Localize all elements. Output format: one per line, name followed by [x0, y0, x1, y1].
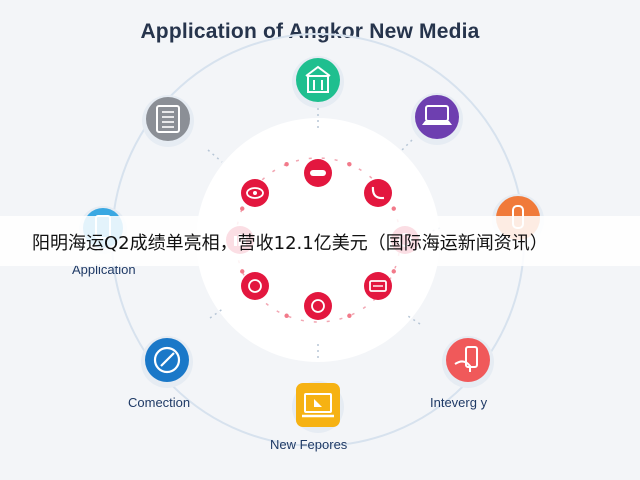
building-icon-body: [307, 75, 329, 93]
inner-ring-dot-2: [391, 269, 396, 274]
node-bottom-left: [141, 336, 193, 388]
speaker-icon: [311, 299, 325, 313]
inner-node-bg-5: [241, 272, 269, 300]
inner-node-3: [364, 272, 392, 300]
node-top-right: [411, 93, 463, 145]
laptop-screen-icon-screen: [304, 393, 332, 413]
compass-icon-ring: [153, 346, 181, 374]
inner-node-4: [304, 292, 332, 320]
compass-icon-needle: [160, 352, 175, 367]
inner-ring-dot-0: [347, 162, 352, 167]
node-bg-top-right: [415, 95, 459, 139]
inner-node-1: [364, 179, 392, 207]
node-bg-top-left: [146, 97, 190, 141]
node-label-bottom: New Fepores: [270, 437, 348, 452]
inner-ring-dot-6: [240, 206, 245, 211]
inner-node-bg-1: [364, 179, 392, 207]
inner-node-7: [241, 179, 269, 207]
news-banner-text: 阳明海运Q2成绩单亮相，营收12.1亿美元（国际海运新闻资讯）: [32, 233, 548, 254]
diagram-title: Application of Angkor New Media: [140, 20, 480, 43]
node-top-left: [142, 95, 194, 147]
laptop-icon: [422, 105, 452, 125]
eye-icon-outline: [246, 187, 264, 199]
node-bottom: [292, 381, 344, 433]
speaker-icon-shape: [311, 299, 325, 313]
node-label-bottom-left: Comection: [128, 395, 191, 410]
connector-3: [407, 315, 421, 325]
eye-icon-pupil: [253, 191, 257, 195]
building-icon-roof: [305, 65, 331, 77]
shield-icon-shape: [248, 279, 262, 293]
inner-ring-dot-7: [284, 162, 289, 167]
hand-phone-icon-hand: [454, 360, 471, 372]
document-icon: [156, 105, 180, 133]
node-bg-top: [296, 58, 340, 102]
hand-phone-icon-phone: [465, 346, 478, 368]
compass-icon: [153, 346, 181, 374]
phone-icon-shape: [371, 186, 385, 200]
phone-icon: [371, 186, 385, 200]
inner-ring-dot-1: [391, 206, 396, 211]
document-icon-page: [156, 105, 180, 133]
inner-node-5: [241, 272, 269, 300]
laptop-screen-icon: [302, 393, 334, 418]
node-label-bottom-right: Inteverg y: [430, 395, 488, 410]
minus-icon-bar: [310, 170, 326, 176]
inner-node-bg-4: [304, 292, 332, 320]
ticket-icon-body: [369, 280, 387, 292]
inner-node-0: [304, 159, 332, 187]
node-top: [292, 56, 344, 108]
building-icon: [305, 65, 331, 93]
eye-icon: [246, 187, 264, 199]
connector-1: [399, 139, 413, 153]
inner-ring-dot-5: [240, 269, 245, 274]
news-banner: 阳明海运Q2成绩单亮相，营收12.1亿美元（国际海运新闻资讯）: [0, 216, 640, 266]
shield-icon: [248, 279, 262, 293]
hand-phone-icon: [454, 346, 478, 372]
connector-7: [207, 149, 223, 163]
node-bg-bottom-right: [446, 338, 490, 382]
laptop-screen-icon-mark: [314, 399, 322, 407]
inner-ring-dot-4: [284, 313, 289, 318]
node-bottom-right: [442, 336, 494, 388]
minus-icon: [310, 170, 326, 176]
laptop-icon-base: [422, 121, 452, 125]
inner-ring-dot-3: [347, 313, 352, 318]
ticket-icon: [369, 280, 387, 292]
